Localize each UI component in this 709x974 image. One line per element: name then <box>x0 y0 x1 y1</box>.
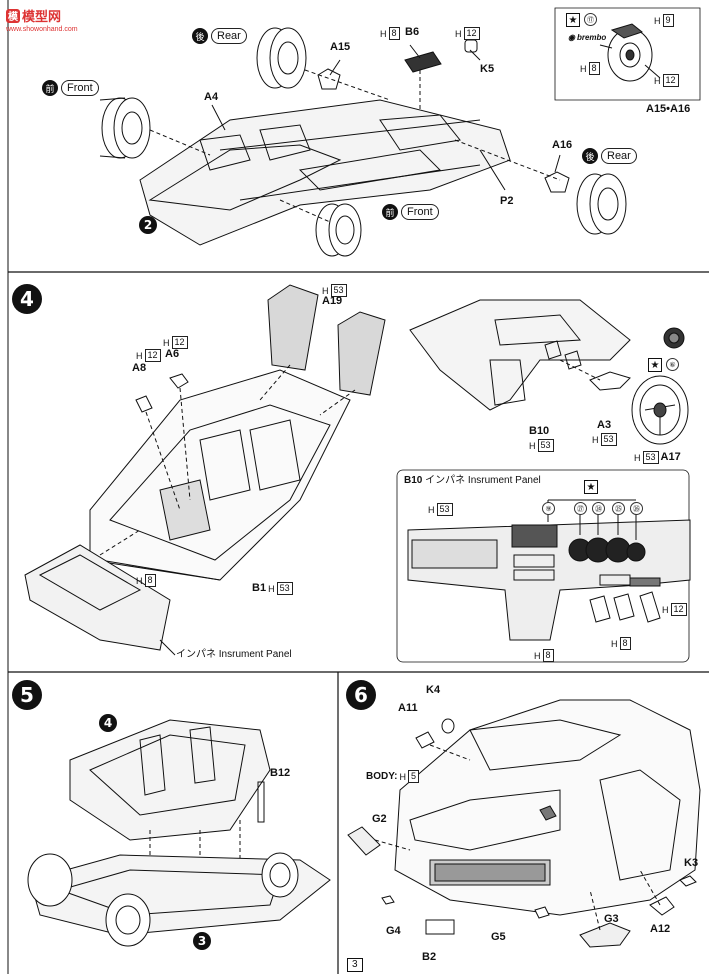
paint-n17: ⑰ <box>584 13 597 26</box>
part-a15: A15 <box>330 41 351 53</box>
instrument-panel-caption: インパネ Insrument Panel <box>176 649 292 660</box>
label-front-bottom: 前 Front <box>382 204 439 220</box>
chassis-drawing <box>99 27 627 257</box>
brake-inset <box>599 23 661 82</box>
part-g5: G5 <box>491 931 506 943</box>
part-g2: G2 <box>372 813 387 825</box>
paint-n25: ㉕ <box>612 502 625 515</box>
part-a8: A8 <box>132 362 147 374</box>
label-rear-top: 後 Rear <box>192 28 247 44</box>
part-a3: A3 <box>597 419 612 431</box>
part-p2: P2 <box>500 195 514 207</box>
label-front-left: 前 Front <box>42 80 99 96</box>
dashboard-drawing <box>409 299 689 445</box>
part-b10: B10 <box>529 425 550 437</box>
part-k3: K3 <box>684 857 699 869</box>
watermark-mark-icon: 模 <box>6 8 20 23</box>
part-b12: B12 <box>270 767 291 779</box>
part-a4: A4 <box>204 91 219 103</box>
inset-caption: A15•A16 <box>646 103 691 115</box>
part-k4: K4 <box>426 684 441 696</box>
ref-step-3-badge: 3 <box>193 932 211 950</box>
page-number: 3 <box>347 958 363 972</box>
step-6-badge: 6 <box>346 680 376 710</box>
part-b6: B6 <box>405 26 420 38</box>
watermark-url: www.showonhand.com <box>6 26 78 33</box>
paint-n24: ㉔ <box>592 502 605 515</box>
substep-2-badge: 2 <box>139 216 157 234</box>
step-5-badge: 5 <box>12 680 42 710</box>
part-g4: G4 <box>386 925 401 937</box>
brembo-mark-icon: ◉ <box>568 33 575 42</box>
brembo-logo: ◉ brembo <box>568 33 607 42</box>
body-drawing <box>347 699 701 948</box>
interior-tub-drawing <box>24 284 386 656</box>
part-a6: A6 <box>165 348 180 360</box>
panel-detail-drawing <box>407 499 691 641</box>
paint-n6: ⑥ <box>666 358 679 371</box>
watermark-text: 模型网 <box>22 9 62 24</box>
panel-box-title: B10 インパネ Insrument Panel <box>404 475 541 486</box>
star-icon-panel: ★ <box>584 480 598 494</box>
label-rear-right: 後 Rear <box>582 148 637 164</box>
ref-step-4-badge: 4 <box>99 714 117 732</box>
part-k5: K5 <box>480 63 495 75</box>
paint-n9: ⑨ <box>542 502 555 515</box>
assembly-drawing <box>27 719 331 947</box>
paint-n27: ㉗ <box>574 502 587 515</box>
part-g3: G3 <box>604 913 619 925</box>
step-4-badge: 4 <box>12 284 42 314</box>
watermark-logo: 模 模型网 <box>6 6 61 25</box>
part-b2: B2 <box>422 951 437 963</box>
part-a11: A11 <box>398 702 418 714</box>
part-a19: A19 <box>322 295 343 307</box>
paint-n26: ㉖ <box>630 502 643 515</box>
part-a12: A12 <box>650 923 671 935</box>
star-icon-a17: ★ <box>648 358 662 372</box>
star-icon: ★ <box>566 13 580 27</box>
part-a16: A16 <box>552 139 573 151</box>
